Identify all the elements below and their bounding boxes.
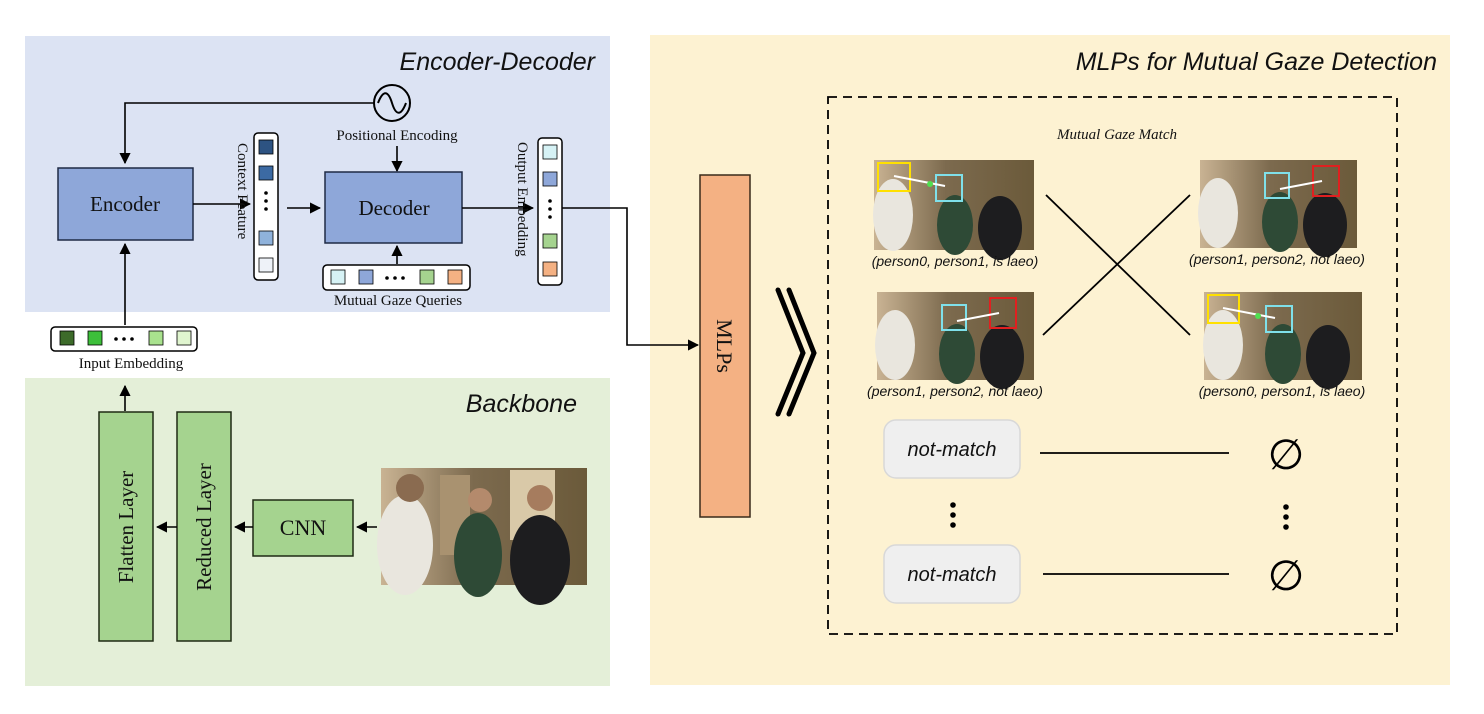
flatten-layer-label: Flatten Layer — [114, 471, 138, 584]
not-match-box-2 — [883, 544, 1021, 604]
match-thumbnail-left-bottom — [875, 292, 1034, 389]
match-cross-line-2 — [1042, 194, 1191, 336]
encoder-label: Encoder — [90, 192, 160, 216]
match-cross-line-1 — [1045, 194, 1191, 336]
not-match-label-1: not-match — [908, 439, 997, 461]
mlp-panel-title: MLPs for Mutual Gaze Detection — [1076, 48, 1437, 76]
reduced-layer-block — [176, 411, 232, 642]
empty-set-symbol-2: ∅ — [1268, 552, 1305, 599]
mutual-gaze-match-label: Mutual Gaze Match — [1056, 127, 1177, 143]
caption-left-bottom: (person1, person2, not laeo) — [867, 383, 1043, 399]
caption-left-top: (person0, person1, is laeo) — [872, 253, 1039, 269]
reduced-layer-label: Reduced Layer — [192, 463, 216, 591]
mutual-gaze-queries-label: Mutual Gaze Queries — [334, 293, 462, 309]
mutual-gaze-queries-vector — [322, 264, 471, 291]
caption-right-bottom: (person0, person1, is laeo) — [1199, 383, 1366, 399]
caption-right-top: (person1, person2, not laeo) — [1189, 251, 1365, 267]
empty-set-symbol-1: ∅ — [1268, 431, 1305, 478]
output-embedding-vector — [537, 137, 563, 286]
decoder-label: Decoder — [358, 196, 429, 220]
mlps-label: MLPs — [712, 319, 737, 373]
not-match-box-1 — [883, 419, 1021, 479]
match-thumbnail-left-top — [873, 160, 1034, 260]
output-embedding-label: Output Embedding — [514, 142, 530, 257]
input-embedding-label: Input Embedding — [79, 356, 184, 372]
output-to-mlps-line — [562, 207, 700, 351]
context-feature-vector — [253, 132, 279, 281]
context-feature-label: Context Feature — [234, 143, 250, 240]
cnn-label: CNN — [280, 515, 327, 540]
vertical-ellipsis-right — [1283, 504, 1289, 530]
input-scene-image — [377, 468, 587, 605]
match-thumbnail-right-bottom — [1203, 292, 1362, 389]
flatten-layer-block — [98, 411, 154, 642]
decoder-block — [324, 171, 463, 244]
match-thumbnail-right-top — [1198, 160, 1357, 257]
cnn-block — [252, 499, 354, 557]
match-dashed-box — [827, 96, 1398, 635]
chevron-arrow-icon — [775, 287, 817, 417]
not-match-label-2: not-match — [908, 564, 997, 586]
input-embedding-vector — [50, 326, 198, 352]
backbone-title: Backbone — [466, 390, 577, 418]
vertical-ellipsis-left — [950, 502, 956, 528]
positional-encoding-label: Positional Encoding — [336, 128, 458, 144]
positional-to-encoder-line — [119, 102, 374, 165]
encoder-block — [57, 167, 194, 241]
encoder-decoder-title: Encoder-Decoder — [400, 48, 597, 76]
mlps-block — [699, 174, 751, 518]
